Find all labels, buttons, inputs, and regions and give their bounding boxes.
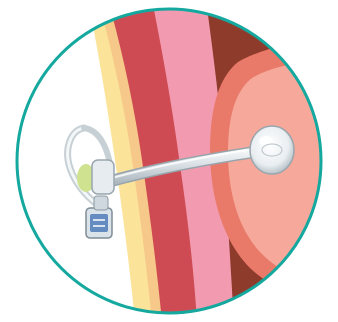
balloon-icon <box>250 126 294 174</box>
